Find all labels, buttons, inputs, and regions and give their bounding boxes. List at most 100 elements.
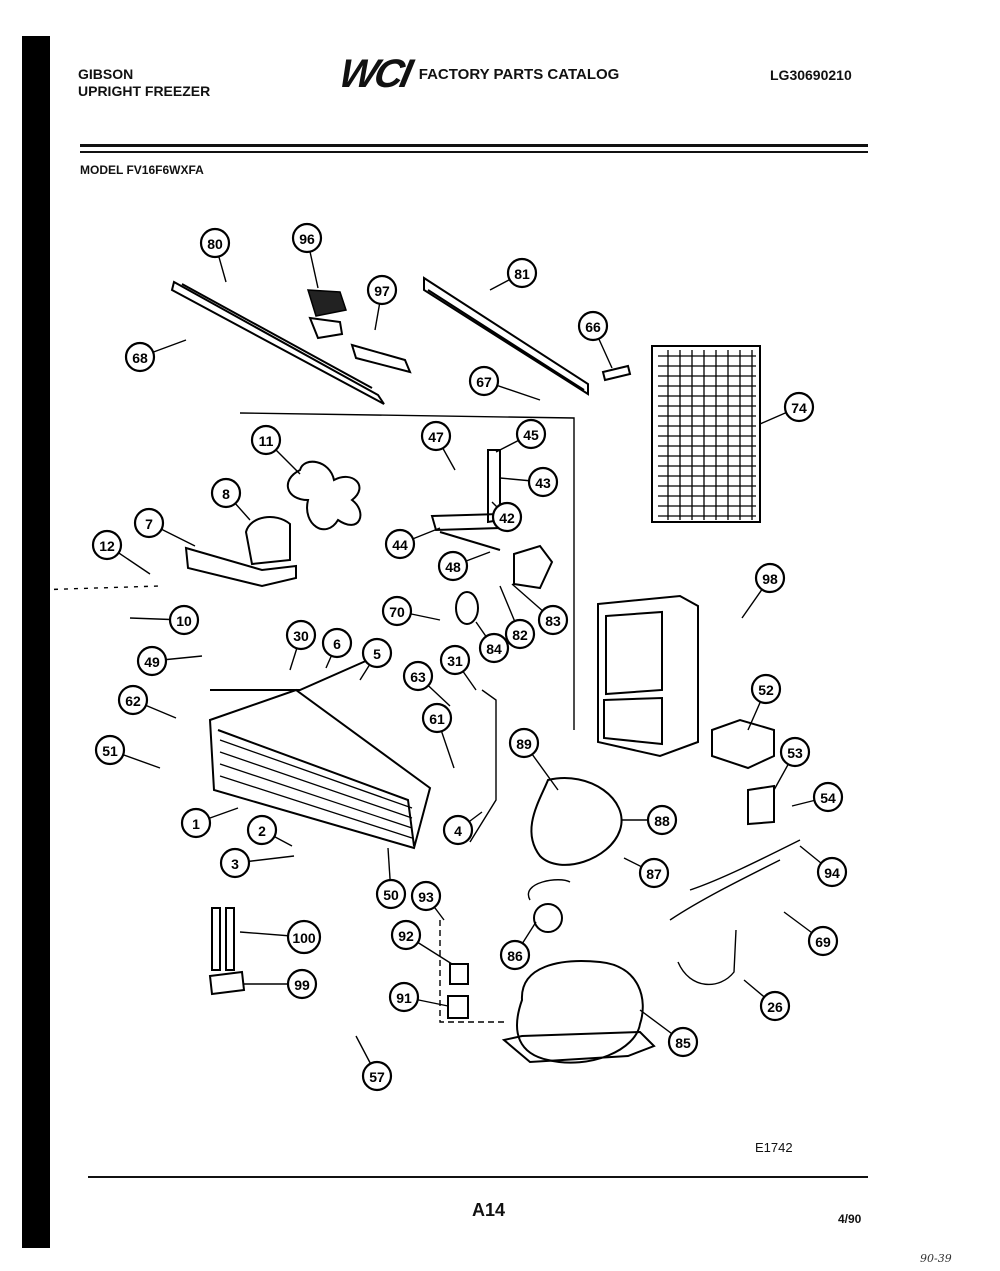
callout-label: 8 [222, 486, 230, 502]
callout-8: 8 [210, 477, 242, 509]
callout-circle [286, 968, 318, 1000]
callout-53: 53 [779, 736, 811, 768]
callout-label: 57 [369, 1069, 385, 1085]
callout-circle [219, 847, 251, 879]
callout-label: 7 [145, 516, 153, 532]
callout-label: 93 [418, 889, 434, 905]
callout-circle [388, 981, 420, 1013]
callout-label: 68 [132, 350, 148, 366]
callout-label: 1 [192, 816, 200, 832]
callout-label: 31 [447, 653, 463, 669]
callout-circle [291, 222, 323, 254]
callout-80: 80 [199, 227, 231, 259]
callout-44: 44 [384, 528, 416, 560]
callout-label: 99 [294, 977, 310, 993]
callout-43: 43 [527, 466, 559, 498]
callout-88: 88 [646, 804, 678, 836]
callout-61: 61 [421, 702, 453, 734]
callout-circle [91, 529, 123, 561]
callout-circle [361, 637, 393, 669]
callout-circle [807, 925, 839, 957]
callout-86: 86 [499, 939, 531, 971]
callout-label: 66 [585, 319, 601, 335]
callout-label: 53 [787, 745, 803, 761]
callout-circle [816, 856, 848, 888]
callout-circle [439, 644, 471, 676]
callout-6: 6 [321, 627, 353, 659]
callout-93: 93 [410, 880, 442, 912]
callout-label: 74 [791, 400, 807, 416]
callout-circle [779, 736, 811, 768]
callout-circle [754, 562, 786, 594]
callout-81: 81 [506, 257, 538, 289]
callout-47: 47 [420, 420, 452, 452]
callout-label: 12 [99, 538, 115, 554]
callout-circle [508, 727, 540, 759]
callout-10: 10 [168, 604, 200, 636]
callout-label: 81 [514, 266, 530, 282]
callout-1: 1 [180, 807, 212, 839]
callout-99: 99 [286, 968, 318, 1000]
callout-label: 84 [486, 641, 502, 657]
callout-circle [783, 391, 815, 423]
callout-circle [361, 1060, 393, 1092]
callout-circle [750, 673, 782, 705]
callout-63: 63 [402, 660, 434, 692]
callout-98: 98 [754, 562, 786, 594]
callout-circle [410, 880, 442, 912]
callout-87: 87 [638, 857, 670, 889]
callout-label: 45 [523, 427, 539, 443]
callout-label: 2 [258, 823, 266, 839]
callout-circle [667, 1026, 699, 1058]
callout-circle [133, 507, 165, 539]
callout-circle [286, 919, 322, 955]
callout-label: 10 [176, 613, 192, 629]
callout-circle [515, 418, 547, 450]
part-sketches [33, 276, 801, 1064]
callout-84: 84 [478, 632, 510, 664]
callout-57: 57 [361, 1060, 393, 1092]
callout-96: 96 [291, 222, 323, 254]
callout-label: 80 [207, 236, 223, 252]
callout-circle [117, 684, 149, 716]
callout-92: 92 [390, 919, 422, 951]
callout-4: 4 [442, 814, 474, 846]
callout-69: 69 [807, 925, 839, 957]
callout-circle [285, 619, 317, 651]
callout-70: 70 [381, 595, 413, 627]
callout-12: 12 [91, 529, 123, 561]
callout-circle [491, 501, 523, 533]
callout-49: 49 [136, 645, 168, 677]
callout-circle [168, 604, 200, 636]
brand-block: GIBSON UPRIGHT FREEZER [78, 66, 210, 100]
page-number: A14 [472, 1200, 506, 1220]
callout-3: 3 [219, 847, 251, 879]
catalog-header: WCI FACTORY PARTS CATALOG [335, 52, 620, 97]
callout-label: 70 [389, 604, 405, 620]
brand-name: GIBSON [78, 66, 134, 82]
callout-circle [638, 857, 670, 889]
callout-89: 89 [508, 727, 540, 759]
callout-label: 97 [374, 283, 390, 299]
callout-label: 48 [445, 559, 461, 575]
callout-circle [250, 424, 282, 456]
callout-label: 91 [396, 990, 412, 1006]
callout-circle [375, 878, 407, 910]
product-type: UPRIGHT FREEZER [78, 83, 211, 99]
callout-circle [402, 660, 434, 692]
callout-circle [478, 632, 510, 664]
callout-circle [366, 274, 398, 306]
callout-label: 5 [373, 646, 381, 662]
callout-circle [136, 645, 168, 677]
catalog-title: FACTORY PARTS CATALOG [418, 66, 620, 83]
header-rule-thick [80, 144, 868, 147]
callout-circle [246, 814, 278, 846]
callout-30: 30 [285, 619, 317, 651]
callout-circle [504, 618, 536, 650]
callout-2: 2 [246, 814, 278, 846]
header-rule-thin [80, 151, 868, 153]
callout-67: 67 [468, 365, 500, 397]
callout-circle [180, 807, 212, 839]
callout-circle [759, 990, 791, 1022]
